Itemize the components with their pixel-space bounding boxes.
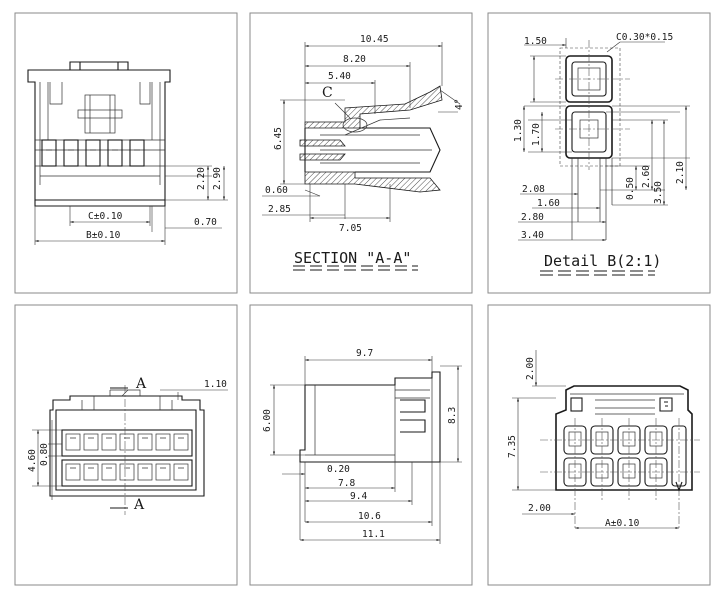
panel-frame: [14, 12, 238, 294]
dim-11-1: 11.1: [362, 529, 385, 540]
mating-face-drawing: [512, 350, 700, 530]
panel-rear-view: A 1.10 4.60 0.80 A: [14, 304, 238, 586]
dim-1-50: 1.50: [524, 36, 547, 47]
panel-frame: [249, 12, 473, 294]
dim-6-00: 6.00: [262, 409, 273, 432]
dim-c-tol: C±0.10: [88, 211, 123, 222]
dim-7-05: 7.05: [339, 223, 362, 234]
section-drawing: [262, 42, 461, 271]
panel-frame: [487, 12, 711, 294]
dim-a-tol: A±0.10: [605, 518, 640, 529]
front-view-drawing: [27, 61, 228, 245]
dim-7-8: 7.8: [338, 478, 355, 489]
dim-2-10: 2.10: [675, 161, 686, 184]
dim-0-70: 0.70: [194, 217, 217, 228]
dim-10-6: 10.6: [358, 511, 381, 522]
dim-1-60: 1.60: [537, 198, 560, 209]
dim-1-10: 1.10: [204, 379, 227, 390]
dim-9-7: 9.7: [356, 348, 373, 359]
dim-9-4: 9.4: [350, 491, 367, 502]
dim-0-60: 0.60: [265, 185, 288, 196]
dim-2-08: 2.08: [522, 184, 545, 195]
section-caption: SECTION "A-A": [294, 249, 411, 267]
panel-detail-b: 1.50 C0.30*0.15 1.30 1.70 2.08 1.60 0.50…: [487, 12, 711, 294]
terminal-slots: [41, 139, 145, 167]
dim-6-45: 6.45: [273, 127, 284, 150]
dim-8-20: 8.20: [343, 54, 366, 65]
dim-2-85: 2.85: [268, 204, 291, 215]
dim-2-60: 2.60: [641, 165, 652, 188]
section-mark-bottom: A: [133, 497, 145, 513]
dim-b-tol: B±0.10: [86, 230, 121, 241]
dim-chamfer: C0.30*0.15: [616, 32, 673, 43]
panel-frame: [249, 304, 473, 586]
dim-1-30: 1.30: [513, 119, 524, 142]
dim-2-00-bottom: 2.00: [528, 503, 551, 514]
dim-7-35: 7.35: [507, 435, 518, 458]
dim-8-3: 8.3: [447, 407, 458, 424]
panel-mating-face: 2.00 7.35 2.00 A±0.10: [487, 304, 711, 586]
detail-caption: Detail B(2:1): [544, 252, 661, 270]
panel-front-view: 2.20 2.90 C±0.10 0.70 B±0.10: [14, 12, 238, 294]
panel-section-a-a: 10.45 8.20 5.40 C 4° 6.45 0.60 2.85 7.05…: [249, 12, 473, 294]
dim-4-60: 4.60: [27, 449, 38, 472]
dim-0-50: 0.50: [625, 177, 636, 200]
dim-2-90: 2.90: [212, 167, 223, 190]
rear-cavities: [61, 429, 193, 487]
dim-4-deg: 4°: [454, 99, 465, 110]
dim-2-20: 2.20: [196, 167, 207, 190]
detail-drawing: [518, 38, 690, 276]
dim-10-45: 10.45: [360, 34, 389, 45]
dim-5-40: 5.40: [328, 71, 351, 82]
panel-side-view: 9.7 6.00 8.3 0.20 7.8 9.4 10.6 11.1: [249, 304, 473, 586]
dim-1-70: 1.70: [531, 123, 542, 146]
dim-2-00-top: 2.00: [525, 357, 536, 380]
panel-frame: [487, 304, 711, 586]
dim-2-80: 2.80: [521, 212, 544, 223]
dim-3-40: 3.40: [521, 230, 544, 241]
dim-0-20: 0.20: [327, 464, 350, 475]
dim-3-50: 3.50: [653, 181, 664, 204]
dim-0-80: 0.80: [39, 443, 50, 466]
detail-label-c: C: [322, 85, 333, 101]
side-view-drawing: [270, 356, 462, 544]
rear-view-drawing: [32, 385, 228, 515]
section-mark-top: A: [135, 376, 147, 392]
